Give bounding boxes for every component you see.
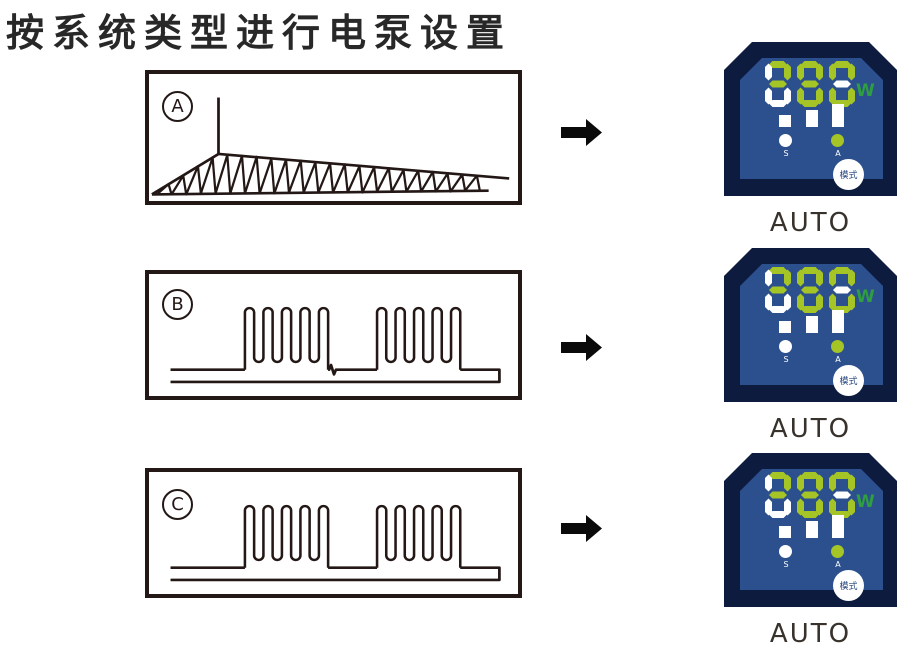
power-bars [779, 309, 844, 333]
system-label-b: B [171, 294, 184, 315]
radiator-coil-2 [375, 306, 462, 371]
indicator-label-s: S [783, 355, 789, 364]
seven-seg-digit [765, 267, 791, 313]
display-panel: W S A 模式 [724, 42, 897, 196]
indicator-label-a: A [835, 355, 841, 364]
seven-seg-digit [797, 267, 823, 313]
watt-unit: W [856, 492, 875, 512]
power-bar [832, 310, 844, 333]
display-panel: W S A 模式 [724, 248, 897, 402]
auto-label: AUTO [769, 414, 852, 444]
page-title: 按系统类型进行电泵设置 [6, 11, 513, 55]
auto-label: AUTO [769, 208, 852, 238]
power-bars [779, 103, 844, 127]
seven-seg-digit [765, 61, 791, 107]
indicator-label-s: S [783, 149, 789, 158]
power-bar [805, 316, 818, 333]
panel-result-a: W S A 模式 AUTO [724, 42, 897, 238]
seven-seg-digit [829, 61, 855, 107]
seven-seg-digit [765, 472, 791, 518]
floor-bottom-edge [151, 189, 489, 196]
power-bar [779, 321, 791, 333]
watt-unit: W [856, 287, 875, 307]
indicator-label-a: A [835, 149, 841, 158]
right-arrow-icon [561, 119, 602, 146]
radiator-coil-1 [243, 306, 330, 371]
power-bar [779, 526, 791, 538]
power-bar [832, 104, 844, 127]
indicator-dot-a [831, 340, 844, 353]
pipe-with-break-mark [327, 363, 378, 376]
mode-button-label: 模式 [839, 171, 858, 181]
mode-button: 模式 [833, 570, 864, 601]
seven-seg-digit [829, 267, 855, 313]
seven-seg-display [765, 472, 855, 518]
seven-seg-display [765, 267, 855, 313]
system-box-c: C [145, 468, 522, 598]
auto-label: AUTO [769, 619, 852, 649]
floor-heating-diagram [151, 97, 510, 196]
watt-unit: W [856, 81, 875, 101]
indicator-dot-a [831, 134, 844, 147]
indicator-dot-s [779, 340, 792, 353]
system-label-c: C [171, 494, 184, 515]
power-bars [779, 514, 844, 538]
system-label-b-badge: B [162, 289, 193, 320]
mode-button-label: 模式 [839, 582, 858, 592]
display-panel: W S A 模式 [724, 453, 897, 607]
indicator-dot-a [831, 545, 844, 558]
return-pipe [170, 368, 501, 384]
mode-button-label: 模式 [839, 377, 858, 387]
seven-seg-digit [797, 61, 823, 107]
seven-seg-digit [797, 472, 823, 518]
mode-button: 模式 [833, 365, 864, 396]
indicator-label-a: A [835, 560, 841, 569]
mode-button: 模式 [833, 159, 864, 190]
indicator-label-s: S [783, 560, 789, 569]
right-arrow-icon [561, 334, 602, 361]
power-bar [832, 515, 844, 538]
power-bar [805, 521, 818, 538]
radiator-coil-2 [375, 504, 462, 569]
radiator-coils-diagram-with-break [170, 306, 501, 384]
indicator-dot-s [779, 545, 792, 558]
system-box-b: B [145, 270, 522, 400]
power-bar [805, 110, 818, 127]
seven-seg-display [765, 61, 855, 107]
system-label-a-badge: A [162, 91, 193, 122]
system-box-a: A [145, 70, 522, 205]
panel-result-b: W S A 模式 AUTO [724, 248, 897, 444]
radiator-coil-1 [243, 504, 330, 569]
panel-result-c: W S A 模式 AUTO [724, 453, 897, 649]
right-arrow-icon [561, 515, 602, 542]
floor-coil-serpentine [156, 153, 481, 196]
system-label-c-badge: C [162, 489, 193, 520]
radiator-coils-diagram [170, 504, 501, 582]
indicator-dot-s [779, 134, 792, 147]
seven-seg-digit [829, 472, 855, 518]
floor-top-edge [218, 152, 510, 180]
power-bar [779, 115, 791, 127]
system-label-a: A [171, 96, 184, 117]
return-pipe [170, 566, 501, 582]
